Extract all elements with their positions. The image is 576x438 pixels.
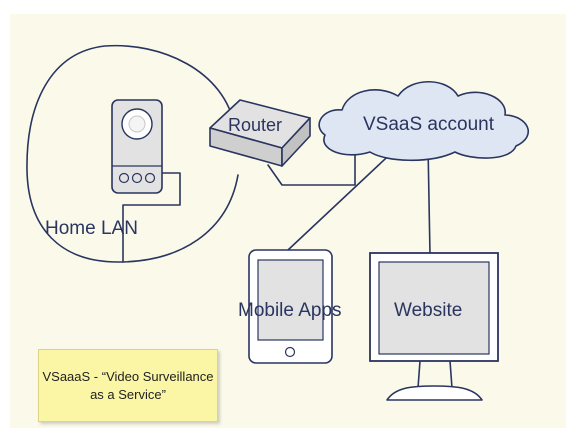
home-lan-loop [26, 44, 239, 263]
router-icon [209, 99, 311, 167]
cloud-to-website-line [427, 144, 431, 256]
monitor-icon [369, 252, 499, 401]
router-label: Router [228, 115, 283, 135]
mobile-apps-label: Mobile Apps [238, 300, 342, 321]
vsaas-account-label: VSaaS account [363, 114, 494, 135]
cloud-icon [318, 80, 529, 162]
sticky-note-line-2: as a Service” [90, 386, 166, 402]
sticky-note-line-1: VSaaaS - “Video Surveillance [42, 368, 214, 384]
website-label: Website [394, 300, 463, 321]
camera-to-lan-cable [122, 172, 181, 263]
sticky-note: VSaaaS - “Video Surveillance as a Servic… [38, 349, 218, 422]
mobile-tablet-icon [248, 249, 333, 364]
router-to-cloud-cable [267, 144, 356, 186]
camera-icon [111, 99, 163, 194]
home-lan-label: Home LAN [45, 218, 138, 239]
cloud-to-mobile-line [287, 144, 401, 251]
